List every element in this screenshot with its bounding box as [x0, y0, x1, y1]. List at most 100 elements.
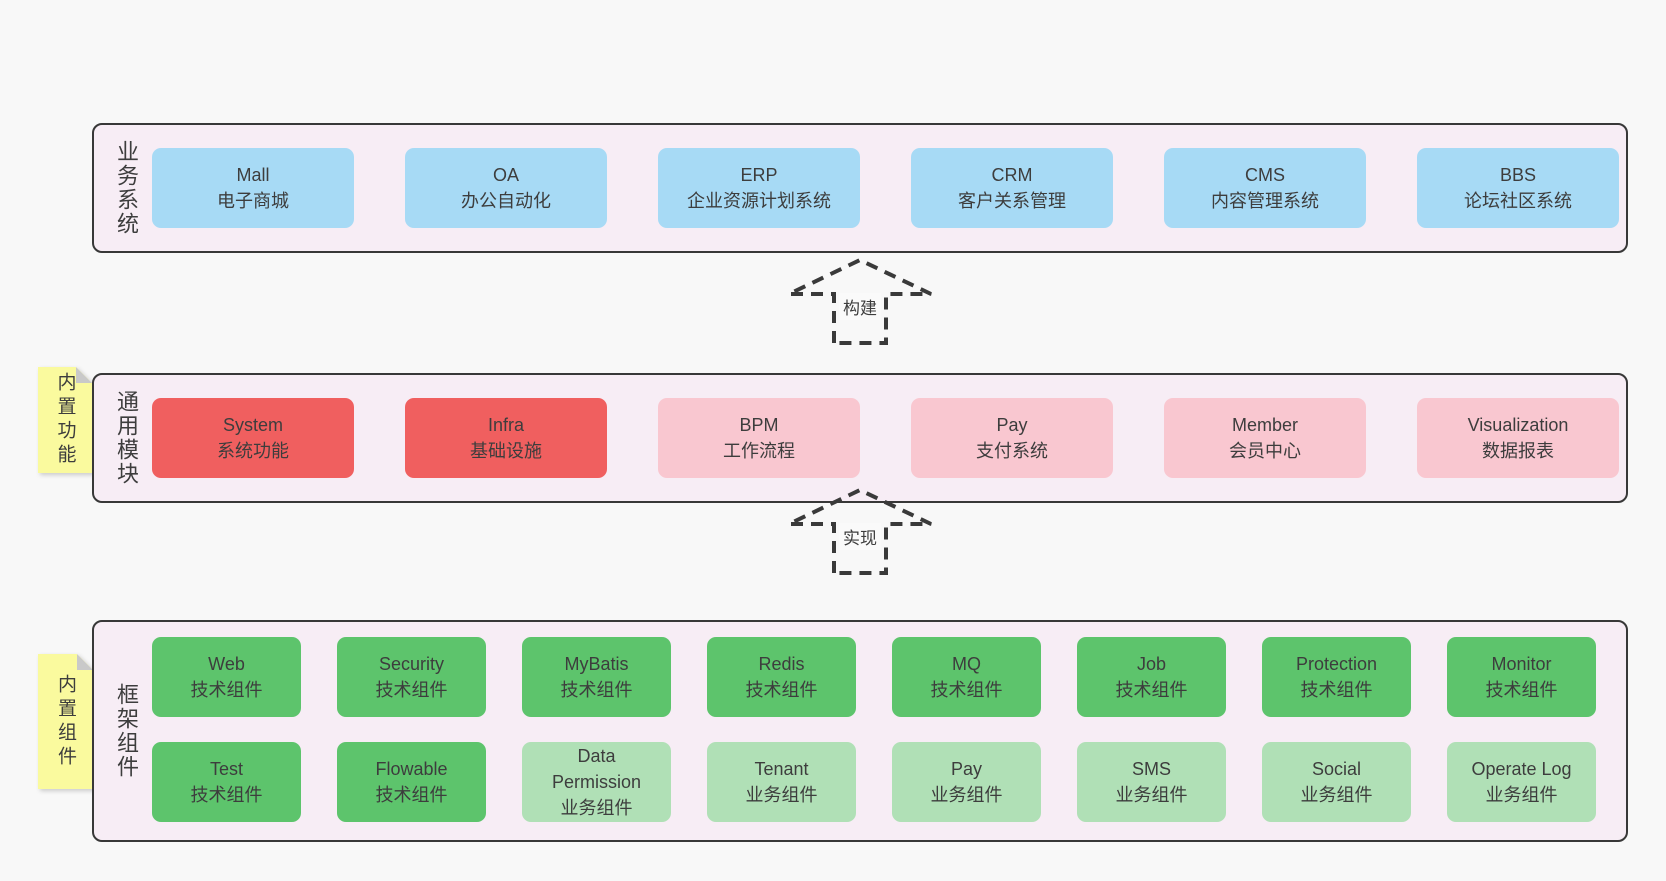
- box-subtitle: 技术组件: [1300, 680, 1373, 700]
- box-subtitle: 业务组件: [560, 798, 633, 819]
- box-title: Security: [378, 653, 445, 674]
- box-job: Job 技术组件: [1077, 637, 1226, 717]
- box-security: Security 技术组件: [337, 637, 486, 717]
- sticky-note: 内置功能: [38, 367, 92, 473]
- box-title: MQ: [952, 653, 981, 674]
- box-title: CMS: [1245, 164, 1285, 185]
- arrow-build-label: 构建: [839, 293, 881, 320]
- box-crm: CRM 客户关系管理: [911, 148, 1113, 228]
- framework-components-row-1: Web 技术组件 Security 技术组件 MyBatis 技术组件 Redi…: [152, 637, 1626, 717]
- box-title: Redis: [758, 653, 805, 674]
- box-title: Test: [209, 758, 243, 779]
- box-monitor: Monitor 技术组件: [1447, 637, 1596, 717]
- arrow-implement-label: 实现: [839, 523, 881, 550]
- box-title: System: [222, 414, 283, 435]
- arrow-implement: 实现: [785, 487, 935, 575]
- box-title: Flowable: [375, 758, 448, 779]
- box-title: OA: [492, 164, 519, 185]
- layer-label-common-modules: 通用模块: [106, 375, 146, 501]
- box-title: Pay: [996, 414, 1028, 435]
- box-subtitle: 技术组件: [745, 680, 818, 700]
- box-flowable: Flowable 技术组件: [337, 742, 486, 822]
- box-mybatis: MyBatis 技术组件: [522, 637, 671, 717]
- box-test: Test 技术组件: [152, 742, 301, 822]
- box-title: BBS: [1499, 164, 1537, 185]
- sticky-note-text: 内置功能: [54, 372, 76, 468]
- box-subtitle: 工作流程: [723, 441, 795, 461]
- box-subtitle: 业务组件: [745, 785, 818, 805]
- box-title: Social: [1311, 758, 1362, 779]
- layer-label-text: 通用模块: [114, 390, 139, 486]
- box-title: Visualization: [1467, 414, 1569, 435]
- box-subtitle: 电子商城: [217, 191, 289, 211]
- box-subtitle: 业务组件: [930, 785, 1003, 805]
- box-title: BPM: [739, 414, 779, 435]
- layer-framework-components: 框架组件 Web 技术组件 Security 技术组件 MyBatis 技术组件…: [92, 620, 1628, 842]
- box-subtitle: 论坛社区系统: [1464, 191, 1572, 211]
- box-title: MyBatis: [564, 653, 629, 674]
- box-subtitle: 内容管理系统: [1211, 191, 1319, 211]
- box-subtitle: 技术组件: [190, 680, 263, 700]
- layer-common-modules: 通用模块 System 系统功能 Infra 基础设施 BPM 工作流程 Pay…: [92, 373, 1628, 503]
- box-web: Web 技术组件: [152, 637, 301, 717]
- box-mall: Mall 电子商城: [152, 148, 354, 228]
- box-oa: OA 办公自动化: [405, 148, 607, 228]
- box-subtitle: 业务组件: [1115, 785, 1188, 805]
- box-subtitle: 支付系统: [976, 441, 1048, 461]
- layer-business-systems: 业务系统 Mall 电子商城 OA 办公自动化 ERP 企业资源计划系统 CRM…: [92, 123, 1628, 253]
- box-erp: ERP 企业资源计划系统: [658, 148, 860, 228]
- box-title: SMS: [1131, 758, 1171, 779]
- box-title: Member: [1231, 414, 1298, 435]
- sticky-note: 内置组件: [38, 654, 93, 789]
- box-protection: Protection 技术组件: [1262, 637, 1411, 717]
- note-fold-corner-icon: [77, 654, 93, 670]
- framework-components-grid: Web 技术组件 Security 技术组件 MyBatis 技术组件 Redi…: [146, 637, 1626, 840]
- box-subtitle: 基础设施: [470, 441, 542, 461]
- box-title: Mall: [236, 164, 270, 185]
- box-system: System 系统功能: [152, 398, 354, 478]
- note-fold-corner-icon: [76, 367, 92, 383]
- box-title: Web: [208, 653, 245, 674]
- box-title: ERP: [740, 164, 778, 185]
- box-title: Infra: [487, 414, 525, 435]
- sticky-note-built-in-features: 内置功能: [38, 367, 92, 473]
- box-subtitle: 技术组件: [190, 785, 263, 805]
- box-subtitle: 数据报表: [1482, 441, 1554, 461]
- sticky-note-built-in-components: 内置组件: [38, 654, 93, 789]
- box-pay-biz: Pay 业务组件: [892, 742, 1041, 822]
- layer-label-business-systems: 业务系统: [106, 125, 146, 251]
- box-social: Social 业务组件: [1262, 742, 1411, 822]
- box-infra: Infra 基础设施: [405, 398, 607, 478]
- layer-label-framework-components: 框架组件: [106, 622, 146, 840]
- box-operate-log: Operate Log 业务组件: [1447, 742, 1596, 822]
- box-subtitle: 办公自动化: [461, 191, 551, 211]
- box-redis: Redis 技术组件: [707, 637, 856, 717]
- box-subtitle: 业务组件: [1485, 785, 1558, 805]
- framework-components-row-2: Test 技术组件 Flowable 技术组件 Data Permission …: [152, 742, 1626, 822]
- layer-label-text: 框架组件: [114, 683, 139, 779]
- box-pay: Pay 支付系统: [911, 398, 1113, 478]
- box-subtitle: 会员中心: [1229, 441, 1301, 461]
- box-visualization: Visualization 数据报表: [1417, 398, 1619, 478]
- box-bbs: BBS 论坛社区系统: [1417, 148, 1619, 228]
- sticky-note-text: 内置组件: [55, 673, 76, 770]
- box-subtitle: 技术组件: [930, 680, 1003, 700]
- box-title: Monitor: [1491, 653, 1552, 674]
- box-subtitle: 系统功能: [217, 441, 289, 461]
- layer-label-text: 业务系统: [114, 140, 139, 236]
- box-tenant: Tenant 业务组件: [707, 742, 856, 822]
- box-subtitle: 业务组件: [1300, 785, 1373, 805]
- common-modules-row: System 系统功能 Infra 基础设施 BPM 工作流程 Pay 支付系统…: [146, 375, 1626, 501]
- box-bpm: BPM 工作流程: [658, 398, 860, 478]
- box-title: Data Permission: [551, 745, 642, 792]
- box-mq: MQ 技术组件: [892, 637, 1041, 717]
- box-title: Job: [1136, 653, 1167, 674]
- box-subtitle: 技术组件: [560, 680, 633, 700]
- box-subtitle: 企业资源计划系统: [687, 191, 831, 211]
- arrow-build: 构建: [785, 257, 935, 345]
- box-subtitle: 客户关系管理: [958, 191, 1066, 211]
- box-cms: CMS 内容管理系统: [1164, 148, 1366, 228]
- box-sms: SMS 业务组件: [1077, 742, 1226, 822]
- box-subtitle: 技术组件: [375, 785, 448, 805]
